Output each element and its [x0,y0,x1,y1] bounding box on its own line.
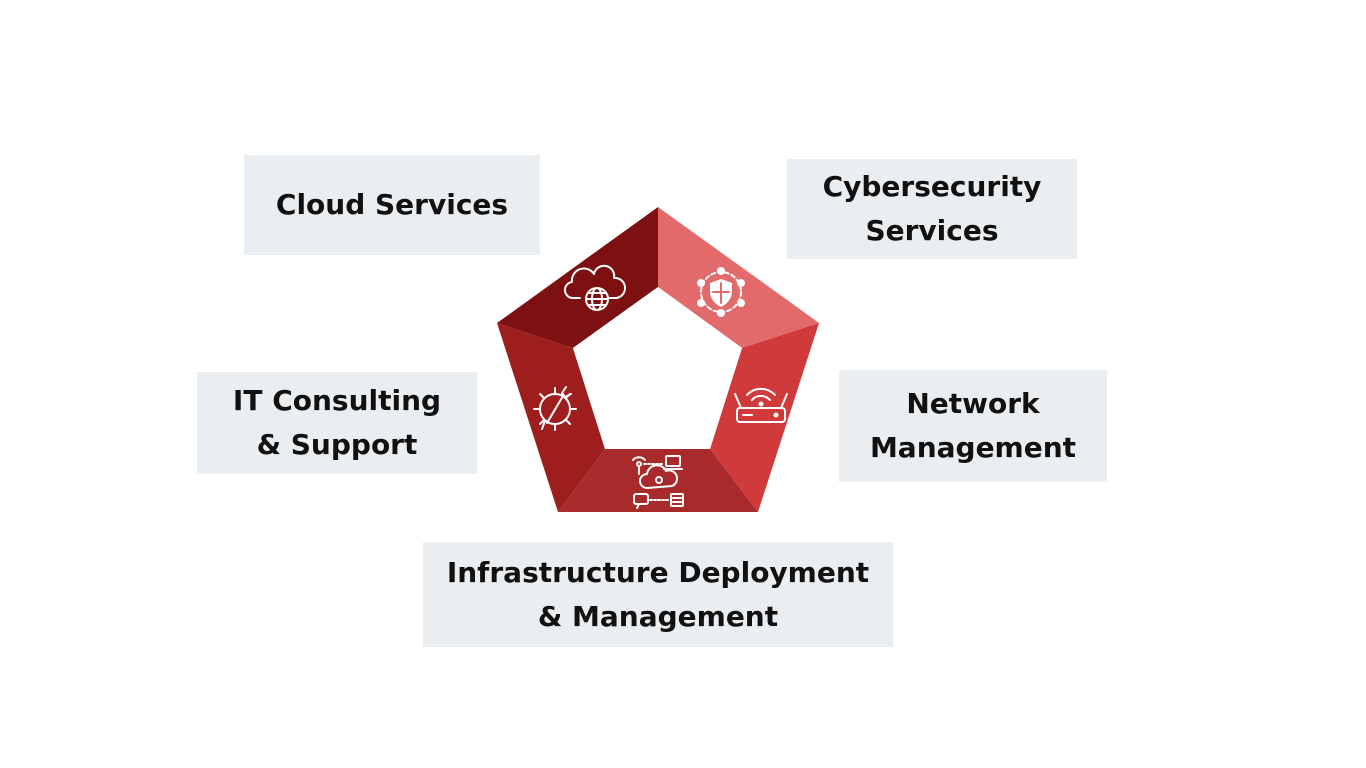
label-cyber-line1: Cybersecurity [822,170,1042,203]
label-it-line2: & Support [256,428,418,461]
label-it-consulting: IT Consulting & Support [197,372,477,474]
gear-wrench-icon [533,386,577,431]
label-cloud-services: Cloud Services [244,155,540,255]
label-cyber-line2: Services [865,214,999,247]
shield-network-icon [697,267,745,317]
cloud-infrastructure-icon [632,455,684,509]
label-network-management: Network Management [839,370,1107,482]
label-cybersecurity-services: Cybersecurity Services [787,159,1077,259]
segment-cyber [658,207,819,348]
label-cloud-line1: Cloud Services [275,188,509,221]
pentagon-center [573,287,742,449]
segment-cloud [497,207,658,348]
label-infrastructure: Infrastructure Deployment & Management [423,542,893,647]
label-network-line1: Network [906,387,1040,420]
router-wifi-icon [734,387,788,423]
label-infra-line2: & Management [537,599,779,633]
label-infra-line1: Infrastructure Deployment [446,555,870,589]
segment-network [710,323,819,512]
label-network-line2: Management [869,431,1077,464]
label-it-line1: IT Consulting [232,384,442,417]
segment-infra [558,449,758,512]
cloud-globe-icon [563,264,626,311]
